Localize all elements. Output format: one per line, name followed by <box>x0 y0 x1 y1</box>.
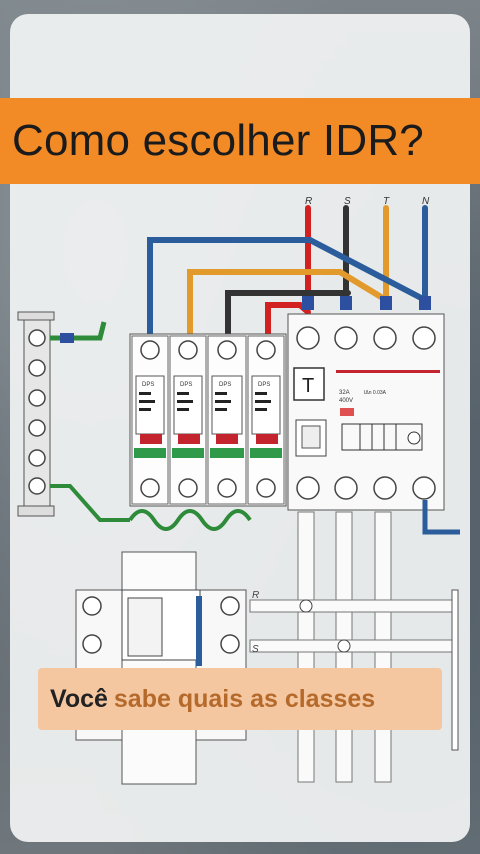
dps-label-4: DPS <box>258 382 270 388</box>
caption-banner: Você sabe quais as classes <box>38 668 442 730</box>
horizontal-busbars: R S <box>249 589 459 751</box>
idr-spec: IΔn 0.03A <box>364 390 387 396</box>
dps-4: DPS <box>247 335 285 505</box>
svg-text:400V: 400V <box>339 398 353 404</box>
idr-device: T 32A 400V IΔn 0.03A <box>287 313 445 511</box>
phase-label-t: T <box>383 196 390 207</box>
idr-rating: 32A <box>339 390 350 396</box>
dps-label-2: DPS <box>180 382 192 388</box>
title: Como escolher IDR? <box>12 116 424 165</box>
caption-highlight: Você <box>50 684 108 713</box>
dps-2: DPS <box>169 335 207 505</box>
dps-label-1: DPS <box>142 382 154 388</box>
dps-3: DPS <box>207 335 247 505</box>
phase-label-n: N <box>422 196 430 207</box>
dps-label-3: DPS <box>219 382 231 388</box>
busbar-label-r: R <box>252 590 259 601</box>
busbar-label-s: S <box>252 644 259 655</box>
phase-label-s: S <box>344 196 351 207</box>
phase-label-r: R <box>305 196 312 207</box>
idr-test-button: T <box>302 375 314 397</box>
title-bar: Como escolher IDR? <box>0 98 480 184</box>
ground-busbar <box>17 311 252 531</box>
wire-sleeves <box>302 296 431 310</box>
incoming-wires <box>147 205 428 338</box>
dps-modules: DPS DPS DPS <box>129 333 287 507</box>
dps-1: DPS <box>131 335 169 505</box>
caption-text: sabe quais as classes <box>113 684 376 713</box>
